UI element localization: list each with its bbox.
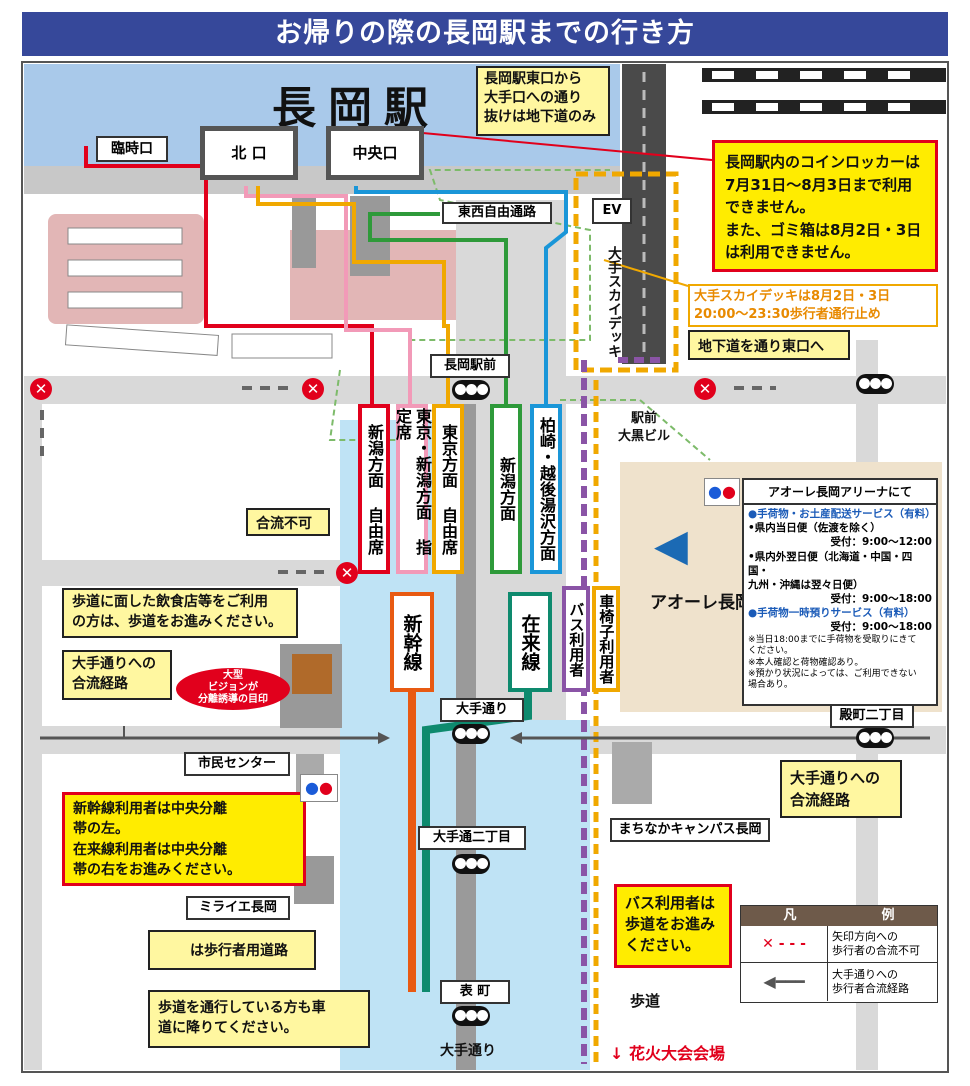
central-exit: 中央口 xyxy=(326,126,424,180)
bus-users-tag: バス利用者 xyxy=(562,586,590,692)
big-vision-note: 大型 ビジョンが 分離誘導の目印 xyxy=(176,668,290,710)
page-title: お帰りの際の長岡駅までの行き方 xyxy=(22,12,948,56)
east-west-passage: 東西自由通路 xyxy=(442,202,552,224)
arena-info-panel: アオーレ長岡アリーナにて ●手荷物・お土産配送サービス（有料） •県内当日便（佐… xyxy=(742,478,938,706)
route-tag-niigata-free: 新潟方面 自由席 xyxy=(358,404,390,574)
ekimae-daikoku-label: 駅前 大黒ビル xyxy=(618,411,671,445)
arena-title: アオーレ長岡アリーナにて xyxy=(744,480,936,505)
locker-notice: 長岡駅内のコインロッカーは 7月31日〜8月3日まで利用 できません。 また、ゴ… xyxy=(712,140,938,272)
pedestrian-road-note: は歩行者用道路 xyxy=(148,930,316,970)
bus-users-note: バス利用者は 歩道をお進み ください。 xyxy=(614,884,732,968)
arena-note-1: ※当日18:00までに手荷物を受取りにきて ください。 xyxy=(748,634,917,656)
route-tag-tokyo-free: 東京方面 自由席 xyxy=(432,404,464,574)
traffic-signal-icon xyxy=(856,728,894,748)
legend: 凡 例 ✕ - - - 矢印方向への 歩行者の合流不可 ◀━━━ 大手通りへの … xyxy=(740,905,938,1003)
restroom-icon: ●● xyxy=(704,478,740,506)
no-merge-icon: ✕ xyxy=(336,562,358,584)
arena-service-1: ●手荷物・お土産配送サービス（有料） xyxy=(748,508,936,520)
legend-row1-text: 矢印方向への 歩行者の合流不可 xyxy=(832,929,920,957)
tonomachi-label: 殿町二丁目 xyxy=(830,704,914,728)
legend-row-no-merge: ✕ - - - 矢印方向への 歩行者の合流不可 xyxy=(741,926,937,963)
restaurants-note: 歩道に面した飲食店等をご利用 の方は、歩道をお進みください。 xyxy=(62,588,298,638)
underpass-note: 地下道を通り東口へ xyxy=(688,330,850,360)
arena-note-2: ※本人確認と荷物確認あり。 xyxy=(748,658,864,669)
arena-note-3: ※預かり状況によっては、ご利用できない 場合あり。 xyxy=(748,669,917,691)
traffic-signal-icon xyxy=(452,1006,490,1026)
east-exit-note: 長岡駅東口から 大手口への通り 抜けは地下道のみ xyxy=(476,66,610,136)
traffic-signal-icon xyxy=(452,724,490,744)
traffic-signal-icon xyxy=(452,380,490,400)
north-exit: 北 口 xyxy=(200,126,298,180)
station-name: 長岡駅 xyxy=(272,83,440,134)
route-tag-niigata: 新潟方面 xyxy=(490,404,522,574)
fireworks-label: ↓ 花火大会会場 xyxy=(610,1044,725,1063)
legend-title-b: 例 xyxy=(881,908,895,923)
arena-service-2-time: 受付：9:00〜18:00 xyxy=(830,621,932,634)
zairaisen-tag: 在来線 xyxy=(508,592,552,692)
civic-center-label: 市民センター xyxy=(184,752,290,776)
skydeck-closed-note: 大手スカイデッキは8月2日・3日 20:00〜23:30歩行者通行止め xyxy=(688,284,938,328)
no-merge-note: 合流不可 xyxy=(246,508,330,536)
no-merge-icon: ✕ xyxy=(694,378,716,400)
restroom-icon: ●● xyxy=(300,774,338,802)
ote-dori-label: 大手通り xyxy=(440,698,524,722)
skydeck-label: 大手スカイデッキ xyxy=(606,246,622,358)
shinkansen-tag: 新幹線 xyxy=(390,592,434,692)
wheelchair-users-tag: 車椅子利用者 xyxy=(592,586,620,692)
arena-service-1a-time: 受付：9:00〜12:00 xyxy=(830,536,932,549)
merge-route-right-note: 大手通りへの 合流経路 xyxy=(780,760,902,818)
nagaoka-ekimae-label: 長岡駅前 xyxy=(430,354,510,378)
legend-title-a: 凡 xyxy=(783,908,797,923)
arena-service-1a: •県内当日便（佐渡を除く） xyxy=(748,522,881,535)
no-merge-icon: ✕ xyxy=(30,378,52,400)
arena-service-2: ●手荷物一時預りサービス（有料） xyxy=(748,607,915,620)
arena-service-1b: •県内外翌日便（北海道・中国・四国・ 九州・沖縄は翌々日便） xyxy=(748,550,913,591)
elevator-label: EV xyxy=(592,198,632,224)
sidewalk-label: 歩道 xyxy=(630,992,661,1010)
aore-label: アオーレ長岡 xyxy=(650,593,752,613)
legend-header: 凡 例 xyxy=(741,906,937,926)
legend-row-merge: ◀━━━ 大手通りへの 歩行者合流経路 xyxy=(741,963,937,1001)
shinkansen-info: 新幹線利用者は中央分離 帯の左。 在来線利用者は中央分離 帯の右をお進みください… xyxy=(62,792,306,886)
merge-arrow-icon: ◀━━━ xyxy=(741,963,828,1001)
merge-route-left-note: 大手通りへの 合流経路 xyxy=(62,650,172,700)
machinaka-label: まちなかキャンパス長岡 xyxy=(610,818,770,842)
route-tag-kashiwazaki: 柏崎・越後湯沢方面 xyxy=(530,404,562,574)
sidewalk-users-note: 歩道を通行している方も車 道に降りてください。 xyxy=(148,990,370,1048)
mirai-label: ミライエ長岡 xyxy=(186,896,290,920)
temporary-exit: 臨時口 xyxy=(96,136,168,162)
aore-logo-icon: ◀ xyxy=(654,520,688,571)
no-merge-icon: ✕ - - - xyxy=(741,926,828,962)
route-tag-tokyo-niigata-reserved: 東京・新潟方面 指定席 xyxy=(393,404,432,574)
legend-row2-text: 大手通りへの 歩行者合流経路 xyxy=(832,967,909,995)
omotemachi-label: 表 町 xyxy=(440,980,510,1004)
no-merge-icon: ✕ xyxy=(302,378,324,400)
ote-dori-bottom-label: 大手通り xyxy=(440,1043,496,1059)
ote-dori-2-label: 大手通二丁目 xyxy=(418,826,526,850)
traffic-signal-icon xyxy=(452,854,490,874)
arena-service-1b-time: 受付：9:00〜18:00 xyxy=(830,593,932,606)
traffic-signal-icon xyxy=(856,374,894,394)
